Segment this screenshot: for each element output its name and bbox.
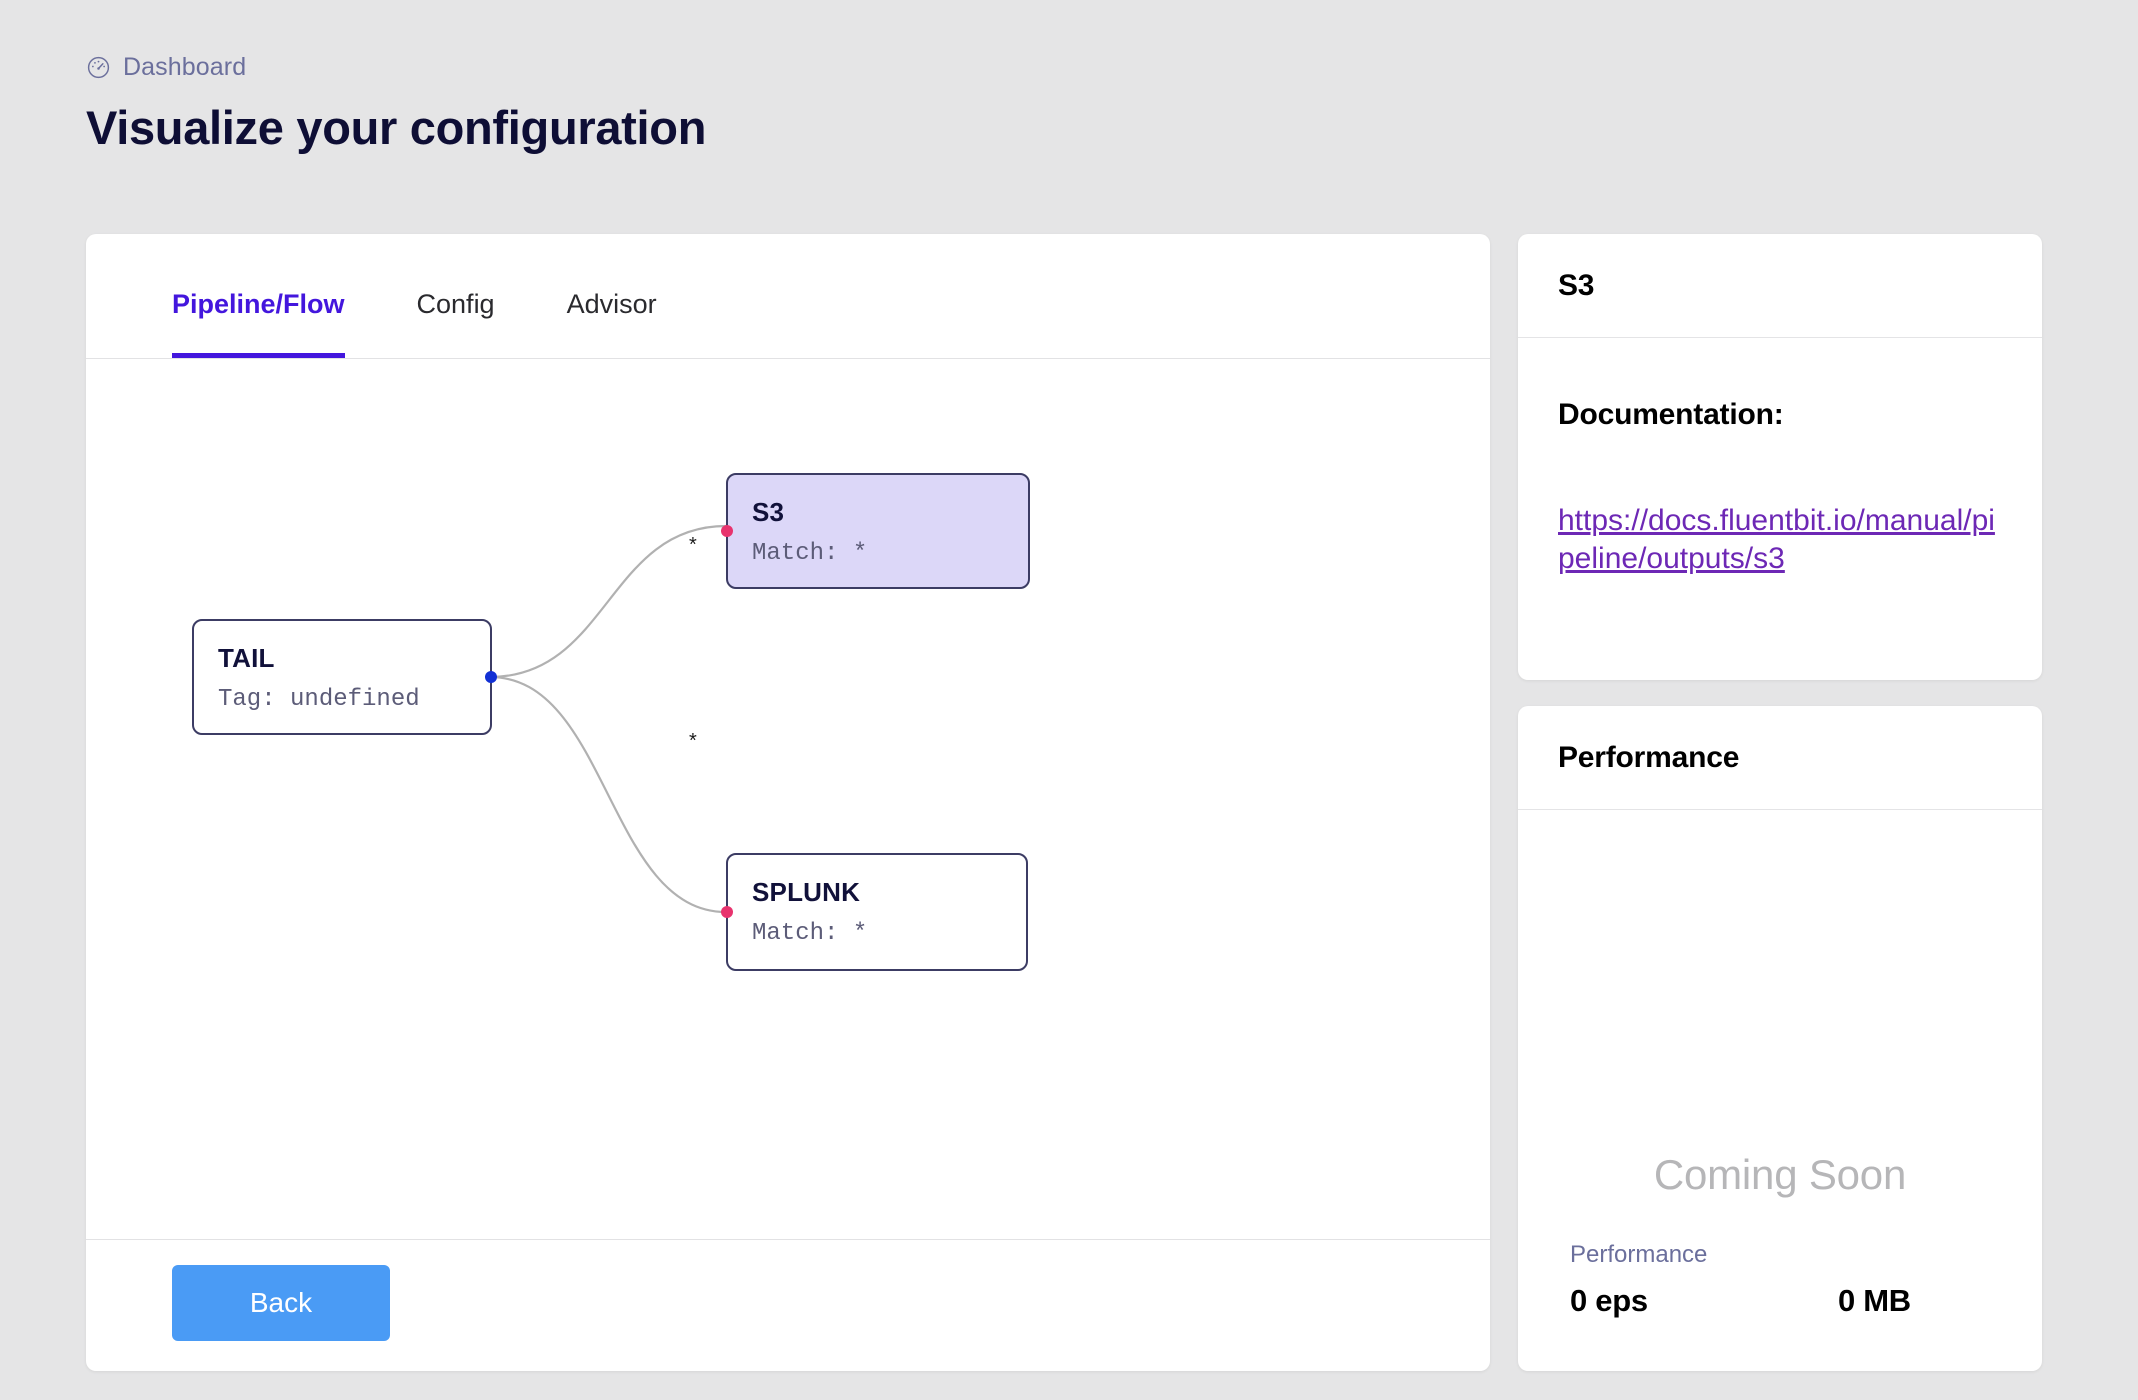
flow-node-subtitle: Match: *: [752, 920, 868, 948]
edge-tail-splunk: [489, 675, 727, 914]
flow-node-tail[interactable]: TAIL Tag: undefined: [192, 619, 497, 735]
edge-label-tail-splunk: *: [689, 730, 697, 752]
tab-pipeline-flow[interactable]: Pipeline/Flow: [172, 289, 345, 358]
flow-node-title: SPLUNK: [752, 877, 861, 907]
gauge-icon: [87, 56, 110, 78]
documentation-panel: S3 Documentation: https://docs.fluentbit…: [1518, 234, 2042, 680]
performance-panel-header: Performance: [1518, 706, 2042, 810]
flow-node-title: TAIL: [218, 643, 275, 673]
documentation-label: Documentation:: [1558, 398, 1784, 431]
target-handle-dot[interactable]: [721, 525, 733, 537]
tab-advisor[interactable]: Advisor: [566, 289, 657, 319]
flow-node-title: S3: [752, 497, 785, 527]
documentation-panel-body: Documentation: https://docs.fluentbit.io…: [1518, 338, 2042, 577]
breadcrumb-label: Dashboard: [123, 52, 247, 81]
performance-panel-title: Performance: [1558, 740, 1740, 774]
breadcrumb[interactable]: Dashboard: [86, 52, 1286, 82]
flow-canvas[interactable]: * * S3 Match: * TAIL Tag: undefined SPLU…: [86, 359, 1490, 1240]
flow-node-subtitle: Match: *: [752, 540, 868, 568]
pipeline-card: Pipeline/Flow Config Advisor * * S3 Matc…: [86, 234, 1490, 1371]
coming-soon-placeholder: Coming Soon: [1653, 1151, 1907, 1198]
documentation-panel-title: S3: [1558, 268, 1595, 302]
edge-label-tail-s3: *: [689, 534, 697, 556]
source-handle-dot[interactable]: [485, 671, 497, 683]
page-header: Dashboard Visualize your configuration: [86, 52, 1286, 154]
back-button[interactable]: Back: [172, 1265, 390, 1341]
performance-stats-label: Performance: [1570, 1241, 1708, 1268]
documentation-link[interactable]: https://docs.fluentbit.io/manual/pipelin…: [1558, 504, 1995, 575]
performance-stats-row: 0 eps 0 MB: [1570, 1283, 2002, 1319]
flow-node-subtitle: Tag: undefined: [218, 686, 420, 714]
flow-node-splunk[interactable]: SPLUNK Match: *: [721, 853, 1028, 971]
tab-bar: Pipeline/Flow Config Advisor: [86, 234, 1490, 359]
tab-config[interactable]: Config: [416, 289, 495, 319]
performance-eps-value: 0 eps: [1570, 1283, 1648, 1318]
documentation-panel-header: S3: [1518, 234, 2042, 338]
flow-node-s3[interactable]: S3 Match: *: [721, 473, 1030, 589]
performance-panel: Performance Coming Soon Performance 0 ep…: [1518, 706, 2042, 1371]
page-title: Visualize your configuration: [86, 101, 707, 154]
card-footer: Back: [86, 1240, 1490, 1370]
performance-mb-value: 0 MB: [1838, 1283, 1911, 1318]
target-handle-dot[interactable]: [721, 906, 733, 918]
performance-stats: Performance 0 eps 0 MB: [1570, 1241, 2002, 1319]
